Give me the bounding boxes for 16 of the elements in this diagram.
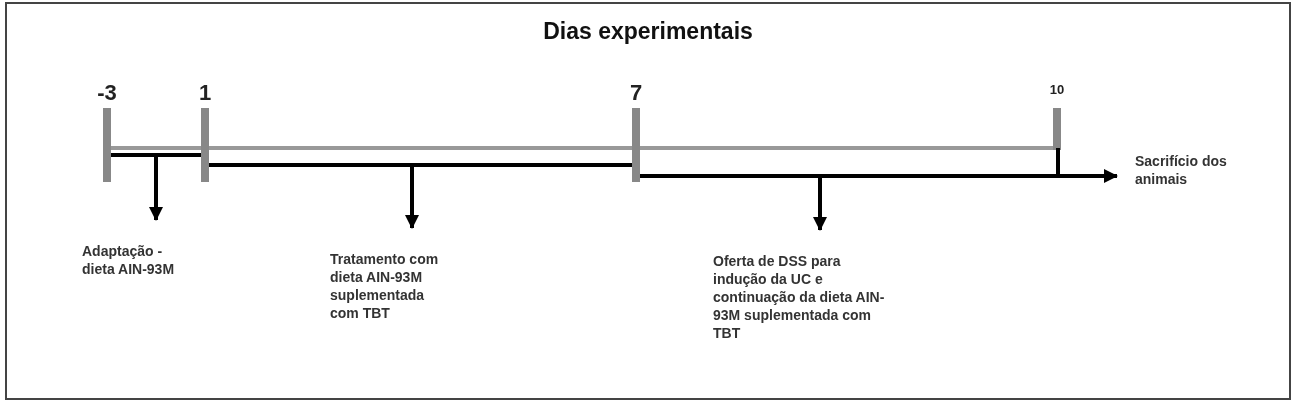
- period-bar: [640, 148, 1060, 178]
- day-label: 1: [197, 80, 213, 106]
- period-bar: [111, 153, 201, 157]
- day-label: 7: [628, 80, 644, 106]
- day-label: -3: [96, 80, 118, 106]
- step-description: Sacrifício dos animais: [1135, 152, 1228, 188]
- arrow: [813, 178, 827, 231]
- step-description: Oferta de DSS para indução da UC e continuação da dieta AIN-93M suplementada com TBT: [713, 252, 886, 342]
- arrow: [405, 167, 419, 229]
- arrow: [1060, 169, 1118, 183]
- step-description: Tratamento com dieta AIN-93M suplementada com TBT: [330, 250, 440, 322]
- arrow: [149, 157, 163, 221]
- step-description: Adaptação - dieta AIN-93M: [82, 242, 176, 278]
- diagram-title: Dias experimentais: [542, 18, 754, 45]
- period-bar: [209, 163, 632, 167]
- day-label: 10: [1048, 82, 1066, 97]
